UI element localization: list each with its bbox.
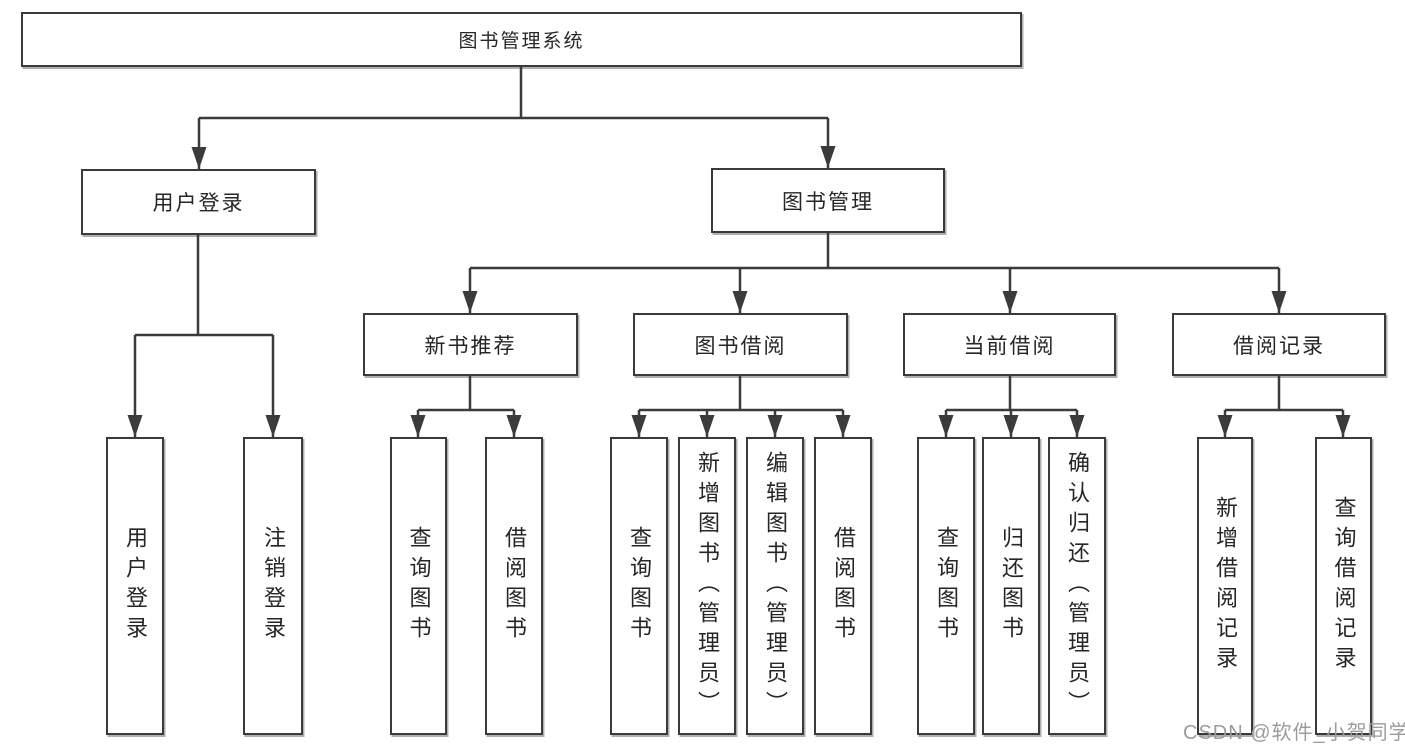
leaf-user-login: 用户登录 (106, 437, 164, 735)
node-new-book-recommend: 新书推荐 (363, 313, 578, 376)
node-label: 注销登录 (261, 526, 286, 646)
node-book-borrowing: 图书借阅 (633, 313, 848, 376)
node-book-management: 图书管理 (711, 168, 945, 233)
node-label: 查询图书 (934, 526, 959, 646)
node-label: 用户登录 (152, 192, 245, 215)
node-label: 新增借阅记录 (1213, 496, 1238, 676)
node-label: 查询图书 (627, 526, 652, 646)
leaf-query-books-borrowing: 查询图书 (610, 437, 668, 735)
node-label: 查询借阅记录 (1331, 496, 1357, 676)
node-label: 当前借阅 (963, 334, 1056, 358)
node-label: 确认归还（管理员） (1065, 451, 1090, 721)
leaf-add-books-admin: 新增图书（管理员） (678, 437, 736, 735)
node-label: 借阅图书 (502, 526, 527, 646)
leaf-query-books-current: 查询图书 (917, 437, 975, 735)
node-label: 图书管理系统 (458, 31, 585, 52)
node-label: 查询图书 (406, 526, 432, 646)
node-label: 编辑图书（管理员） (763, 451, 788, 721)
node-label: 新增图书（管理员） (695, 451, 720, 721)
node-label: 新书推荐 (424, 334, 517, 358)
node-borrow-records: 借阅记录 (1172, 313, 1386, 376)
node-label: 图书管理 (782, 190, 874, 214)
node-library-management-system: 图书管理系统 (21, 12, 1022, 67)
node-label: 借阅图书 (831, 526, 856, 646)
leaf-add-borrow-record: 新增借阅记录 (1197, 437, 1253, 735)
tree-wires (135, 67, 1343, 412)
node-current-borrowing: 当前借阅 (903, 313, 1116, 376)
leaf-query-books-recommend: 查询图书 (390, 437, 447, 735)
node-label: 用户登录 (123, 526, 148, 646)
node-user-login-branch: 用户登录 (81, 169, 316, 235)
node-label: 图书借阅 (694, 334, 787, 358)
leaf-borrow-books-recommend: 借阅图书 (485, 437, 543, 735)
csdn-watermark: CSDN @软件_小贺同学 (1183, 722, 1405, 744)
node-label: 归还图书 (999, 526, 1024, 646)
leaf-return-books: 归还图书 (982, 437, 1040, 735)
node-label: 借阅记录 (1233, 334, 1325, 358)
leaf-query-borrow-record: 查询借阅记录 (1315, 437, 1372, 735)
leaf-confirm-return-admin: 确认归还（管理员） (1048, 437, 1106, 735)
leaf-borrow-books: 借阅图书 (814, 437, 872, 735)
leaf-logout-login: 注销登录 (243, 437, 303, 735)
leaf-edit-books-admin: 编辑图书（管理员） (746, 437, 804, 735)
